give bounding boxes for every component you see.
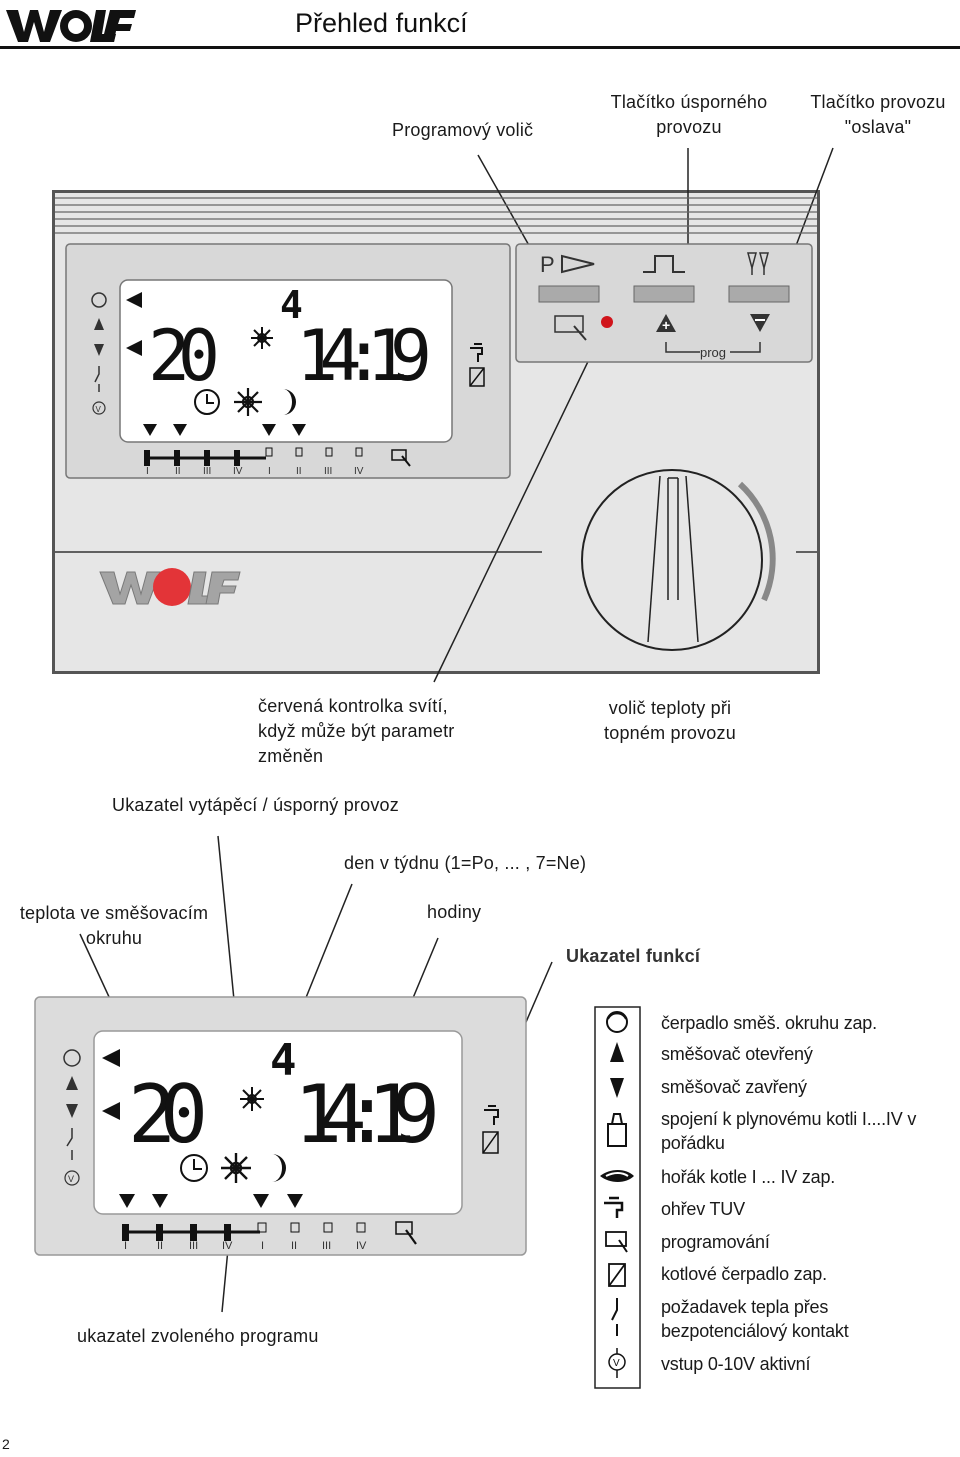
- svg-text:V: V: [96, 405, 102, 414]
- svg-text:II: II: [157, 1240, 163, 1252]
- boiler-icon: [607, 1113, 627, 1147]
- triangle-down-icon: [610, 1078, 624, 1098]
- legend-item: požadavek tepla přes bezpotenciálový kon…: [661, 1297, 849, 1341]
- triangle-up-icon: [610, 1042, 624, 1062]
- p-button-label: P: [540, 252, 555, 277]
- lcd-day-digit: 4: [280, 283, 303, 327]
- svg-text:+: +: [662, 317, 670, 333]
- party-button-label-line1: Tlačítko provozu: [810, 92, 946, 112]
- heating-indicator-label: Ukazatel vytápěcí / úsporný provoz: [112, 795, 399, 815]
- enlarged-program-bar: I II III IV I II III IV: [122, 1221, 417, 1252]
- svg-text:II: II: [291, 1240, 297, 1252]
- page-title: Přehled funkcí: [295, 8, 468, 38]
- enlarged-temp-digits: 20: [128, 1068, 208, 1161]
- mixer-temp-label: teplota ve směšovacím okruhu: [2, 901, 226, 951]
- svg-text:IV: IV: [233, 466, 243, 477]
- mixer-temp-label-line1: teplota ve směšovacím: [19, 903, 209, 923]
- temp-dial-label-line2: topném provozu: [604, 723, 736, 743]
- red-led-icon: [601, 316, 613, 328]
- lcd-clock-digits: 14:19: [296, 315, 432, 397]
- tap-icon-panel: [470, 343, 483, 362]
- lcd-temp-digits: 20: [148, 315, 220, 397]
- eco-button-label-line2: provozu: [656, 117, 722, 137]
- lcd-left-icons: V: [91, 292, 107, 415]
- program-indicator-label: ukazatel zvoleného programu: [77, 1326, 319, 1346]
- temperature-dial: [581, 469, 776, 651]
- svg-text:IV: IV: [354, 466, 364, 477]
- legend-item: ohřev TUV: [661, 1199, 745, 1219]
- enlarged-tap-icon: [484, 1105, 499, 1125]
- enlarged-sun-icon-large: [221, 1153, 251, 1183]
- page-number: 2: [2, 1436, 10, 1452]
- moon-icon: [283, 389, 296, 415]
- temp-dial-label-line1: volič teploty při: [608, 698, 732, 718]
- panel-wolf-logo: [99, 568, 241, 606]
- burner-flame-icon: [600, 1170, 634, 1182]
- program-selector-label: Programový volič: [392, 120, 534, 140]
- legend-item: čerpadlo směš. okruhu zap.: [661, 1013, 877, 1033]
- programming-hand-icon: [605, 1231, 628, 1253]
- legend-item: směšovač zavřený: [661, 1077, 807, 1097]
- red-led-label-line1: červená kontrolka svítí,: [258, 696, 448, 716]
- hours-label: hodiny: [427, 902, 482, 922]
- boiler-pump-icon: [608, 1263, 626, 1287]
- svg-text:IV: IV: [222, 1240, 233, 1252]
- enlarged-day-digit: 4: [270, 1035, 297, 1086]
- svg-text:III: III: [189, 1240, 198, 1252]
- temp-dial-label: volič teploty při topném provozu: [580, 696, 760, 746]
- switch-contact-icon: [611, 1298, 618, 1336]
- party-button-label: Tlačítko provozu "oslava": [796, 90, 960, 140]
- svg-text:I: I: [124, 1240, 127, 1252]
- legend-item: spojení k plynovému kotli I....IV v pořá…: [661, 1109, 917, 1153]
- legend-item: vstup 0-10V aktivní: [661, 1354, 811, 1374]
- clock-icon: [194, 389, 220, 415]
- svg-text:V: V: [613, 1358, 620, 1369]
- weekday-label: den v týdnu (1=Po, ... , 7=Ne): [344, 853, 587, 873]
- enlarged-moon-icon: [272, 1154, 286, 1182]
- red-led-label-line2: když může být parametr: [258, 721, 455, 741]
- legend-item: programování: [661, 1232, 770, 1252]
- eco-button-label: Tlačítko úsporného provozu: [594, 90, 784, 140]
- svg-text:IV: IV: [356, 1240, 367, 1252]
- eco-button-label-line1: Tlačítko úsporného: [610, 92, 768, 112]
- svg-text:V: V: [68, 1174, 74, 1184]
- enlarged-sun-icon-small: [240, 1087, 264, 1111]
- wolf-logo: [4, 6, 136, 46]
- legend-item: kotlové čerpadlo zap.: [661, 1264, 827, 1284]
- program-bar-panel: I II III IV I II III IV: [144, 447, 411, 477]
- sun-icon-large: [234, 388, 262, 416]
- enlarged-left-icons: V: [63, 1049, 81, 1186]
- svg-text:III: III: [203, 466, 211, 477]
- legend-item: hořák kotle I ... IV zap.: [661, 1167, 836, 1187]
- red-led-label-line3: změněn: [258, 746, 324, 766]
- svg-text:III: III: [324, 466, 332, 477]
- header-divider: [0, 46, 960, 49]
- party-button-label-line2: "oslava": [844, 117, 912, 137]
- pump-circle-icon: [606, 1011, 628, 1033]
- svg-text:II: II: [175, 466, 181, 477]
- sun-icon: [251, 327, 273, 349]
- svg-text:I: I: [146, 466, 149, 477]
- svg-text:II: II: [296, 466, 302, 477]
- programming-hand-icon-panel: [554, 315, 587, 341]
- red-led-label: červená kontrolka svítí, když může být p…: [258, 694, 454, 769]
- enlarged-clock-digits: 14:19: [294, 1068, 440, 1161]
- legend-item: směšovač otevřený: [661, 1044, 813, 1064]
- svg-text:I: I: [268, 466, 271, 477]
- prog-label: prog: [700, 345, 726, 360]
- voltage-input-icon: V: [608, 1348, 626, 1378]
- svg-text:III: III: [322, 1240, 331, 1252]
- tap-icon: [604, 1196, 624, 1218]
- function-indicator-label: Ukazatel funkcí: [566, 946, 701, 966]
- mixer-temp-label-line2: okruhu: [85, 928, 143, 948]
- svg-text:I: I: [261, 1240, 264, 1252]
- enlarged-clock-icon: [180, 1154, 208, 1182]
